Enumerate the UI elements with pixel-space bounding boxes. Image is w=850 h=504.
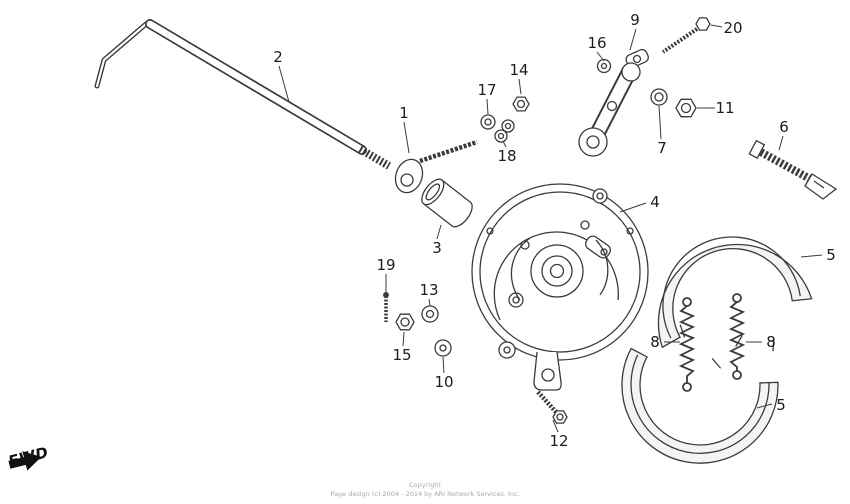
part-label-15: 15 bbox=[392, 346, 412, 364]
part-label-19: 19 bbox=[376, 256, 396, 274]
part-label-17: 17 bbox=[477, 81, 497, 99]
washer-7-art bbox=[650, 88, 668, 106]
washers-18-art bbox=[494, 119, 515, 143]
part-label-13: 13 bbox=[419, 281, 439, 299]
part-label-20: 20 bbox=[723, 19, 743, 37]
bushing-3-art bbox=[421, 178, 473, 228]
part-label-8-left: 8 bbox=[650, 333, 660, 351]
brake-panel-4-art bbox=[471, 183, 649, 391]
bolt-20-art bbox=[661, 17, 711, 54]
copyright-line-1: Copyright bbox=[409, 481, 441, 489]
leader-lines bbox=[278, 24, 823, 433]
part-label-11: 11 bbox=[715, 99, 735, 117]
washer-10-art bbox=[434, 339, 452, 357]
spring-8-left-art bbox=[678, 297, 696, 392]
bolt-12-art bbox=[536, 390, 568, 424]
part-label-16: 16 bbox=[587, 34, 607, 52]
part-label-9: 9 bbox=[630, 11, 640, 29]
washer-17-art bbox=[480, 114, 496, 130]
part-label-5-bottom: 5 bbox=[776, 396, 786, 414]
part-label-3: 3 bbox=[432, 239, 442, 257]
brake-shoe-bottom-5-art bbox=[621, 324, 779, 464]
nut-15-art bbox=[395, 313, 415, 331]
part-label-7: 7 bbox=[657, 139, 667, 157]
part-label-12: 12 bbox=[549, 432, 569, 450]
part-label-1: 1 bbox=[399, 104, 409, 122]
joint-pin-16-art bbox=[596, 58, 612, 74]
part-label-10: 10 bbox=[434, 373, 454, 391]
stud-19-art bbox=[383, 292, 389, 322]
brake-arm-9-art bbox=[578, 48, 649, 157]
brake-rod-2-art bbox=[94, 19, 392, 170]
part-label-6: 6 bbox=[779, 118, 789, 136]
part-label-18: 18 bbox=[497, 147, 517, 165]
copyright-line-2: Page design (c) 2004 - 2014 by ARI Netwo… bbox=[330, 489, 520, 498]
washer-13-art bbox=[421, 305, 439, 323]
spring-8-right-art bbox=[728, 293, 746, 380]
fwd-arrow-icon bbox=[8, 451, 42, 471]
part-label-8-right: 8 bbox=[766, 333, 776, 351]
rod-joint-1-art bbox=[394, 139, 478, 194]
part-label-2: 2 bbox=[273, 48, 283, 66]
adjuster-6-art bbox=[748, 139, 838, 200]
part-label-14: 14 bbox=[509, 61, 529, 79]
nut-11-art bbox=[675, 98, 697, 118]
copyright-text: Copyright Page design (c) 2004 - 2014 by… bbox=[0, 481, 850, 499]
fwd-marker: FWD bbox=[6, 443, 50, 471]
nut-14-art bbox=[512, 96, 530, 112]
part-label-4: 4 bbox=[650, 193, 660, 211]
brake-shoe-top-5-art bbox=[657, 236, 813, 369]
part-label-5-top: 5 bbox=[826, 246, 836, 264]
